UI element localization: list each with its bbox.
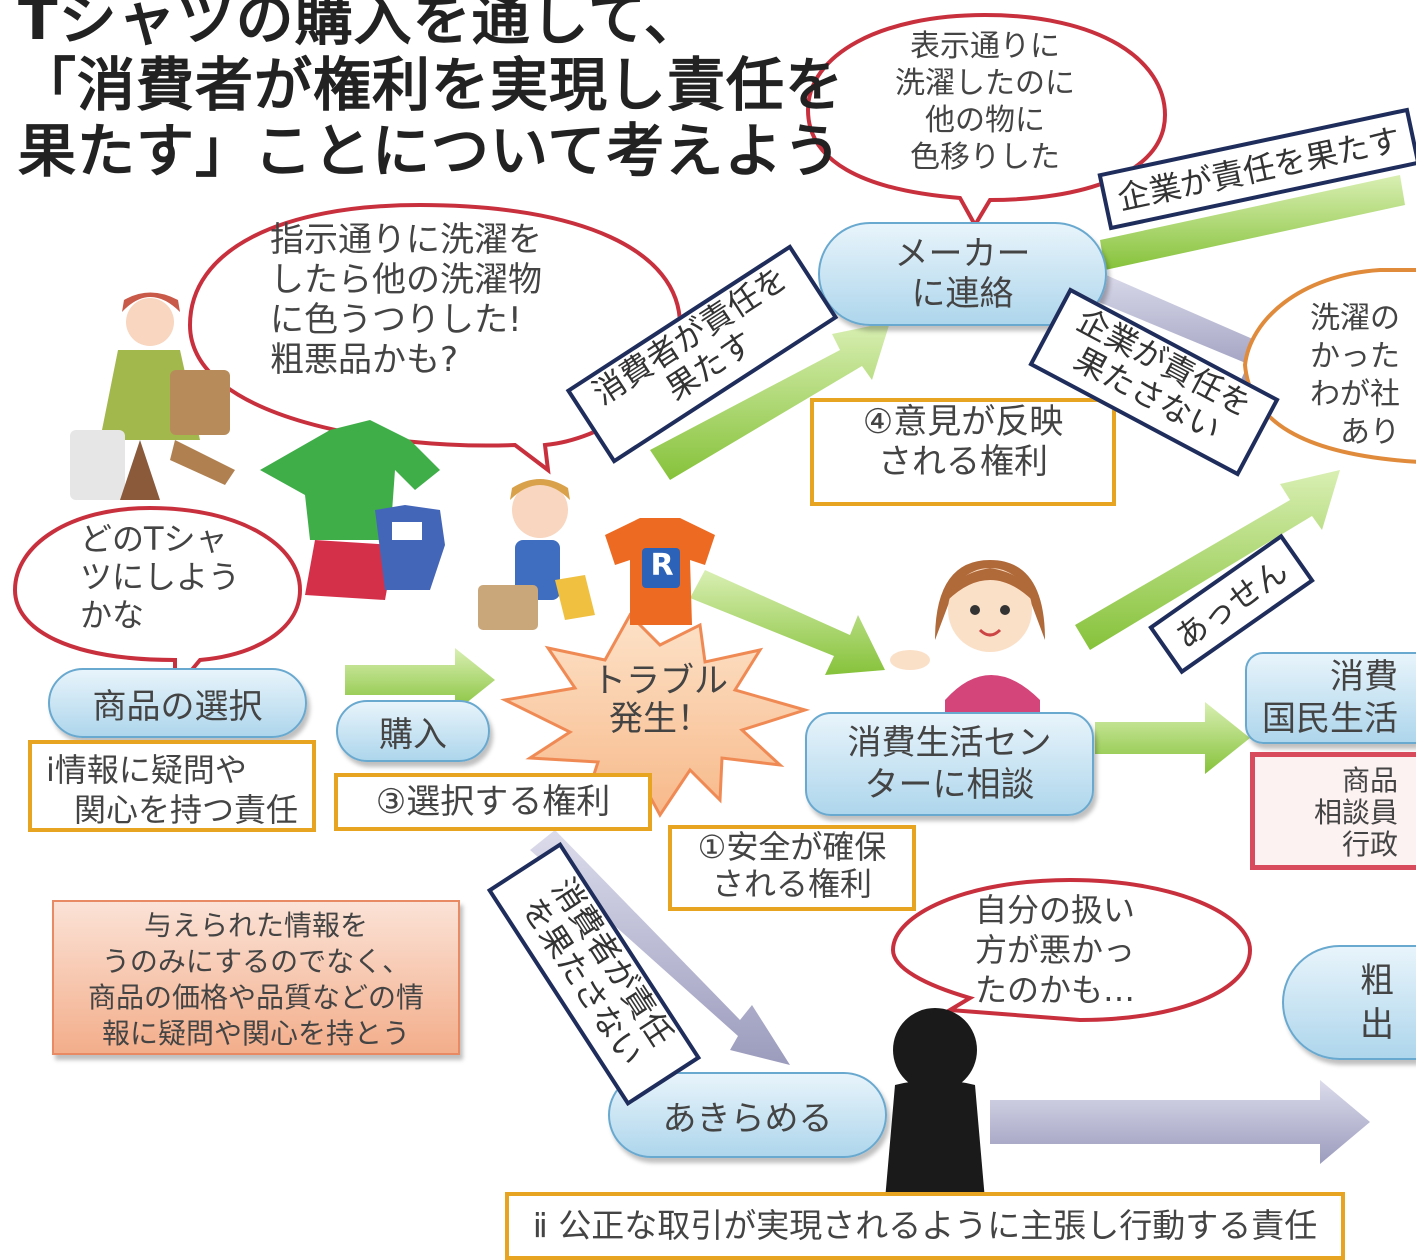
pill-center-line: 消費生活セン — [847, 723, 1052, 763]
resp-1-line: ⅰ情報に疑問や — [46, 751, 247, 789]
clothes-pile-illustration — [260, 420, 445, 600]
bubble-display — [805, 12, 1168, 229]
arrow-maker-to-right — [1100, 175, 1405, 270]
bubble-choose-line: ツにしよう — [80, 558, 241, 596]
bubble-choose-text: どのTシャ ツにしよう かな — [80, 520, 250, 634]
side-box-line: 行政 — [1341, 828, 1398, 861]
bubble-choose-line: どのTシャ — [80, 520, 228, 558]
advice-box: 与えられた情報を うのみにするのでなく、 商品の価格や品質などの情 報に疑問や関… — [52, 900, 460, 1055]
arrow-center-to-company — [1075, 470, 1340, 650]
bubble-shop-line: に色うつりした! — [270, 300, 522, 340]
advice-line: 報に疑問や関心を持とう — [101, 1017, 410, 1050]
arrow-buy-to-trouble — [345, 648, 495, 712]
arrow-self-to-right — [990, 1080, 1370, 1164]
bubble-company-line: 洗濯の — [1310, 301, 1400, 336]
bubble-shop — [187, 202, 683, 475]
title-line-3: 果たす」ことについて考えよう — [18, 117, 843, 185]
pill-national-line: 消費 — [1330, 657, 1398, 697]
bubble-company — [1242, 268, 1416, 464]
orange-tshirt-illustration — [605, 518, 715, 625]
right-1-line: される権利 — [711, 865, 872, 903]
right-4-line: ④意見が反映 — [862, 402, 1064, 442]
arrow-trouble-to-center — [690, 570, 885, 675]
bubble-company-line: かった — [1310, 339, 1400, 374]
pill-consumer-center: 消費生活セン ターに相談 — [805, 712, 1094, 816]
title-line-1: Tシャツの購入を通して、 — [18, 0, 703, 53]
pill-coarse-line: 出 — [1360, 1004, 1394, 1045]
side-organizations-box: 商品 相談員 行政 — [1250, 752, 1416, 870]
shopping-woman-illustration — [70, 292, 235, 500]
pill-give-up-label: あきらめる — [662, 1098, 833, 1139]
bubble-display-text: 表示通りに 洗濯したのに 他の物に 色移りした — [870, 28, 1100, 176]
pill-buy: 購入 — [336, 700, 490, 762]
pill-center-line: ターに相談 — [864, 765, 1035, 805]
advice-line: うのみにするのでなく、 — [101, 945, 411, 978]
bubble-display-line: 表示通りに — [910, 29, 1060, 64]
side-box-line: 商品 — [1341, 764, 1398, 797]
bubble-self-line: 自分の扱い — [975, 891, 1136, 929]
resp-1-line: 関心を持つ責任 — [74, 791, 299, 829]
responsibility-1-box: ⅰ情報に疑問や 関心を持つ責任 — [28, 740, 316, 832]
bubble-self-text: 自分の扱い 方が悪かっ たのかも… — [975, 890, 1185, 1010]
pill-contact-maker: メーカー に連絡 — [818, 222, 1107, 326]
pill-select-product: 商品の選択 — [48, 668, 307, 738]
right-4-line: される権利 — [878, 442, 1048, 482]
bubble-display-line: 洗濯したのに — [895, 66, 1075, 101]
person-laundry-illustration — [478, 479, 595, 630]
bubble-shop-line: 指示通りに洗濯を — [270, 220, 542, 260]
bubble-display-line: 色移りした — [910, 140, 1060, 175]
arrow-give-up — [530, 830, 790, 1065]
tshirt-logo-letter: R — [650, 548, 674, 583]
pill-maker-line: に連絡 — [911, 274, 1014, 314]
consultant-illustration — [890, 560, 1045, 715]
pill-coarse-line: 粗 — [1360, 960, 1394, 1001]
bubble-self-line: たのかも… — [975, 971, 1136, 1009]
pill-maker-line: メーカー — [894, 234, 1031, 274]
trouble-line: トラブル — [592, 661, 728, 701]
bubble-company-text: 洗濯の かった わが社 あり — [1290, 300, 1400, 452]
side-box-line: 相談員 — [1313, 796, 1398, 829]
trouble-star — [500, 612, 811, 818]
bubble-shop-line: 粗悪品かも? — [270, 340, 459, 380]
bubble-display-line: 他の物に — [925, 103, 1045, 138]
pill-select-label: 商品の選択 — [92, 686, 263, 727]
title-line-2: 「消費者が権利を実現し責任を — [18, 51, 845, 119]
trouble-line: 発生！ — [609, 699, 711, 739]
bubble-company-line: あり — [1340, 415, 1400, 450]
bubble-choose-line: かな — [80, 596, 145, 634]
pill-national-line: 国民生活 — [1262, 699, 1398, 739]
arrow-center-to-national — [1095, 702, 1250, 774]
bubble-self-line: 方が悪かっ — [975, 931, 1136, 969]
right-4-box: ④意見が反映 される権利 — [810, 398, 1116, 506]
pill-coarse: 粗 出 — [1282, 945, 1416, 1060]
right-3-box: ③選択する権利 — [334, 773, 652, 831]
arrow-trouble-to-maker — [650, 322, 890, 480]
bubble-shop-text: 指示通りに洗濯を したら他の洗濯物 に色うつりした! 粗悪品かも? — [270, 220, 590, 380]
silhouette-illustration — [885, 1008, 985, 1200]
page-title: Tシャツの購入を通して、 「消費者が権利を実現し責任を 果たす」ことについて考え… — [18, 0, 844, 184]
advice-line: 商品の価格や品質などの情 — [87, 981, 424, 1014]
responsibility-2-box: ⅱ 公正な取引が実現されるように主張し行動する責任 — [505, 1192, 1345, 1260]
resp-2-label: ⅱ 公正な取引が実現されるように主張し行動する責任 — [532, 1206, 1318, 1245]
pill-national-center: 消費 国民生活 — [1245, 652, 1416, 744]
bubble-shop-line: したら他の洗濯物 — [270, 260, 542, 300]
pill-buy-label: 購入 — [379, 714, 447, 755]
right-1-line: ①安全が確保 — [697, 828, 887, 866]
bubble-company-line: わが社 — [1310, 377, 1400, 412]
advice-line: 与えられた情報を — [143, 909, 368, 942]
bubble-self — [890, 877, 1253, 1023]
right-3-label: ③選択する権利 — [375, 782, 611, 822]
right-1-box: ①安全が確保 される権利 — [668, 825, 916, 911]
trouble-text: トラブル 発生！ — [575, 662, 745, 738]
